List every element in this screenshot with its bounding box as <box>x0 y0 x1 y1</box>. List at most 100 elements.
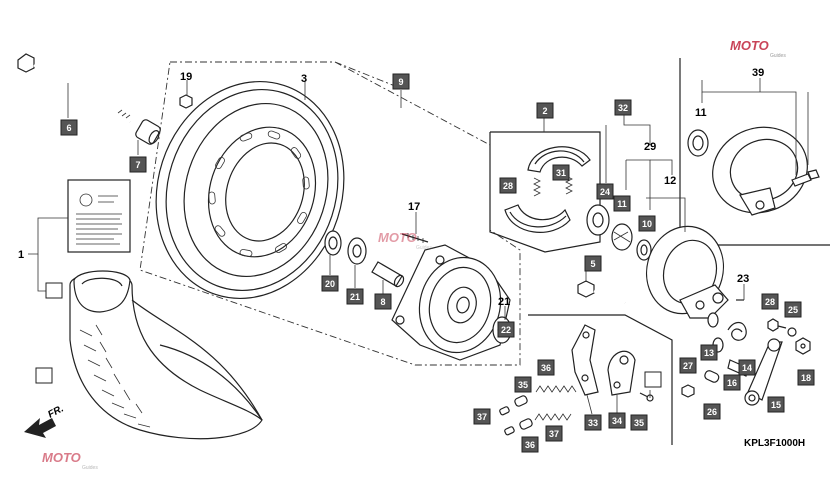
boxed-label-text: 35 <box>518 380 528 390</box>
boxed-label-text: 5 <box>590 259 595 269</box>
boxed-label-text: 10 <box>642 219 652 229</box>
label-29: 29 <box>644 141 656 153</box>
boxed-label-text: 37 <box>549 429 559 439</box>
boxed-label-text: 26 <box>707 407 717 417</box>
boxed-label-text: 37 <box>477 412 487 422</box>
boxed-label-text: 7 <box>135 160 140 170</box>
watermark-logo-center: MOTO Guides <box>378 230 432 251</box>
shoe-spring-a <box>533 177 541 197</box>
spring-36-upper <box>535 385 577 393</box>
svg-text:MOTO: MOTO <box>378 230 417 245</box>
label-17: 17 <box>408 201 420 213</box>
boxed-label-36: 36 <box>521 436 539 453</box>
boxed-label-text: 20 <box>325 279 335 289</box>
boxed-label-24: 24 <box>596 183 614 200</box>
boxed-label-text: 2 <box>542 106 547 116</box>
boxed-label-2: 2 <box>536 102 554 119</box>
brake-panel <box>645 225 729 319</box>
diagram-code: KPL3F1000H <box>744 438 805 449</box>
stud-bolt <box>401 233 429 243</box>
boxed-label-34: 34 <box>608 412 626 429</box>
boxed-label-text: 14 <box>742 363 752 373</box>
boxed-label-5: 5 <box>584 255 602 272</box>
washer-24 <box>787 327 797 337</box>
group-outline-wheel <box>139 61 521 366</box>
axle-bolt <box>17 53 131 124</box>
boxed-label-37: 37 <box>545 425 563 442</box>
boxed-label-37: 37 <box>473 408 491 425</box>
tire <box>69 270 263 440</box>
label-39: 39 <box>752 67 764 79</box>
boxed-label-32: 32 <box>614 99 632 116</box>
boxed-label-16: 16 <box>723 374 741 391</box>
washer-seal <box>636 239 652 261</box>
label-21: 21 <box>498 296 510 308</box>
boxed-label-text: 8 <box>380 297 385 307</box>
boxed-label-14: 14 <box>738 359 756 376</box>
boxed-label-text: 32 <box>618 103 628 113</box>
boxed-label-text: 25 <box>788 305 798 315</box>
brake-panel-assembly <box>712 126 808 216</box>
leader-lines <box>28 78 809 415</box>
group-outline-shoe <box>489 131 601 253</box>
nut-18 <box>795 337 811 355</box>
boxed-label-text: 15 <box>771 400 781 410</box>
boxed-label-text: 36 <box>541 363 551 373</box>
boxed-label-text: 34 <box>612 416 622 426</box>
wheel-rim <box>155 80 345 300</box>
boxed-label-text: 35 <box>634 418 644 428</box>
boxed-label-28: 28 <box>499 177 517 194</box>
valve-nut <box>179 94 193 109</box>
dust-seal-39 <box>687 129 709 157</box>
svg-text:Guides: Guides <box>82 465 98 471</box>
empty-box-1 <box>45 282 63 299</box>
brake-arm <box>744 338 783 406</box>
pin-37b <box>504 426 515 436</box>
brake-shoe-lower <box>504 204 571 233</box>
boxed-label-text: 11 <box>617 199 627 209</box>
front-arrow-icon <box>24 418 56 438</box>
pin-37a <box>499 406 510 416</box>
boxed-label-10: 10 <box>638 215 656 232</box>
boxed-label-11: 11 <box>613 195 631 212</box>
joint-pin <box>704 370 720 383</box>
return-spring <box>727 321 747 341</box>
distance-collar <box>371 261 405 288</box>
adjuster-bolt-39 <box>791 169 820 187</box>
boxed-label-text: 9 <box>398 77 403 87</box>
boxed-label-8: 8 <box>374 293 392 310</box>
watermark-logo-bottom: MOTO Guides <box>42 450 98 471</box>
boxed-label-13: 13 <box>700 344 718 361</box>
empty-box-3 <box>644 371 662 388</box>
watermark-logo-top: MOTO Guides <box>730 38 786 59</box>
boxed-label-31: 31 <box>552 164 570 181</box>
boxed-label-text: 27 <box>683 361 693 371</box>
cam-bolt <box>577 280 626 305</box>
boxed-label-21: 21 <box>346 288 364 305</box>
boxed-label-22: 22 <box>497 321 515 338</box>
boxed-label-text: 24 <box>600 187 610 197</box>
boxed-label-27: 27 <box>679 357 697 374</box>
wheel-hub <box>391 244 511 361</box>
boxed-label-18: 18 <box>797 369 815 386</box>
boxed-label-35: 35 <box>630 414 648 431</box>
label-1: 1 <box>18 249 24 261</box>
svg-text:MOTO: MOTO <box>730 38 769 53</box>
cable-end-35b <box>519 418 533 430</box>
boxed-label-20: 20 <box>321 275 339 292</box>
boxed-label-text: 18 <box>801 373 811 383</box>
boxed-label-9: 9 <box>392 73 410 90</box>
boxed-label-text: 36 <box>525 440 535 450</box>
boxed-label-text: 6 <box>66 123 71 133</box>
bearing-right <box>347 237 367 265</box>
front-label: FR. <box>46 403 65 420</box>
empty-boxes <box>35 282 662 388</box>
oil-seal <box>586 204 610 236</box>
boxed-label-text: 21 <box>350 292 360 302</box>
bolt-25 <box>681 384 695 398</box>
boxed-label-text: 33 <box>588 418 598 428</box>
boxed-label-28: 28 <box>761 293 779 310</box>
